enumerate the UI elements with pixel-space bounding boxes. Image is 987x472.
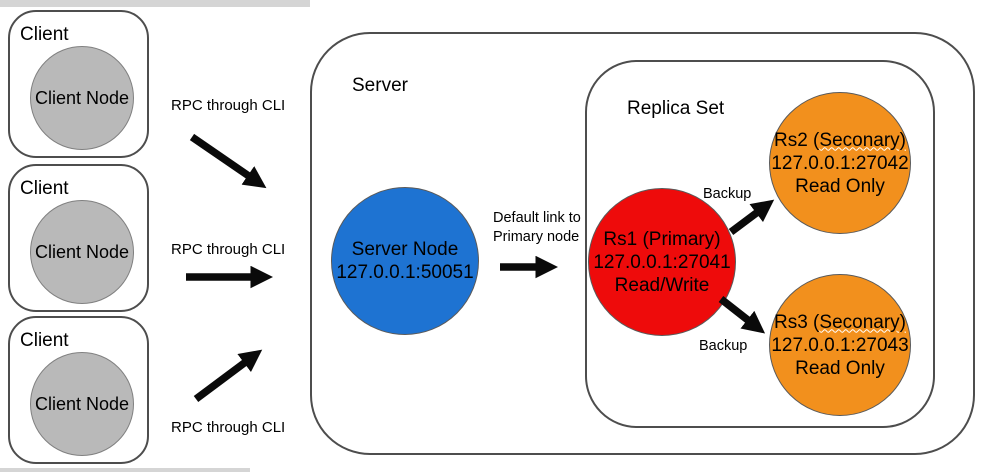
default-link-line2: Primary node <box>493 228 580 245</box>
rpc-label-3: RPC through CLI <box>171 419 286 436</box>
secondary-node-mode: Read Only <box>795 357 885 379</box>
client-container-label: Client <box>20 178 69 199</box>
primary-node-name: Rs1 (Primary) <box>603 228 721 250</box>
replica-set-label: Replica Set <box>627 98 725 119</box>
screenshot-edge-artifact-bottom <box>0 468 250 472</box>
secondary-name-misspelled: Seconary) <box>819 129 906 151</box>
secondary-name-prefix: Rs3 ( <box>773 311 820 333</box>
primary-node-mode: Read/Write <box>614 274 710 296</box>
rpc-label-1: RPC through CLI <box>171 97 286 114</box>
client-container-2: Client Client Node <box>8 164 149 312</box>
default-link-line1: Default link to <box>493 210 581 226</box>
client-node-2: Client Node <box>30 200 134 304</box>
screenshot-edge-artifact-top <box>0 0 310 7</box>
rpc-arrow-3 <box>193 349 263 403</box>
client-node-label: Client Node <box>34 241 130 262</box>
client-node-label: Client Node <box>34 87 130 108</box>
client-container-label: Client <box>20 24 69 45</box>
client-container-3: Client Client Node <box>8 316 149 464</box>
secondary-node-name: Rs2 (Seconary) <box>774 129 906 152</box>
secondary-name-misspelled: Seconary) <box>819 311 906 333</box>
server-node: Server Node 127.0.0.1:50051 <box>331 187 479 335</box>
server-container-label: Server <box>352 75 408 96</box>
replica-secondary-node-rs3: Rs3 (Seconary) 127.0.0.1:27043 Read Only <box>769 274 911 416</box>
default-link-label: Default link to Primary node <box>493 209 581 246</box>
client-container-1: Client Client Node <box>8 10 149 158</box>
secondary-node-address: 127.0.0.1:27043 <box>771 334 909 356</box>
client-node-label: Client Node <box>34 393 130 414</box>
client-node-3: Client Node <box>30 352 134 456</box>
rpc-label-2: RPC through CLI <box>171 241 286 258</box>
secondary-name-prefix: Rs2 ( <box>773 129 820 151</box>
server-node-name: Server Node <box>351 239 459 260</box>
secondary-node-mode: Read Only <box>795 175 885 197</box>
primary-node-address: 127.0.0.1:27041 <box>593 251 731 273</box>
client-node-1: Client Node <box>30 46 134 150</box>
secondary-node-address: 127.0.0.1:27042 <box>771 152 909 174</box>
server-node-address: 127.0.0.1:50051 <box>336 262 474 283</box>
replica-secondary-node-rs2: Rs2 (Seconary) 127.0.0.1:27042 Read Only <box>769 92 911 234</box>
client-container-label: Client <box>20 330 69 351</box>
replica-primary-node: Rs1 (Primary) 127.0.0.1:27041 Read/Write <box>588 188 736 336</box>
rpc-arrow-1 <box>189 133 267 189</box>
backup-label-bottom: Backup <box>699 338 748 354</box>
secondary-node-name: Rs3 (Seconary) <box>774 311 906 334</box>
backup-label-top: Backup <box>703 186 752 202</box>
